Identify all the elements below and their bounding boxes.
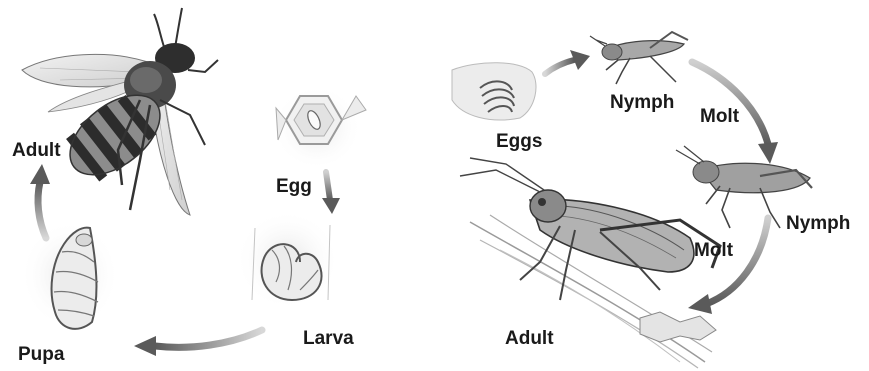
bee-stage-label-larva: Larva — [303, 328, 354, 349]
grasshopper-transition-label-molt-first: Molt — [700, 106, 740, 127]
grasshopper-eggs-illustration — [452, 63, 536, 120]
grasshopper-arrow-eggs-to-nymph — [545, 60, 574, 74]
bee-arrowhead-larva-to-pupa — [134, 336, 156, 356]
grasshopper-adult-illustration — [460, 158, 720, 300]
grasshopper-stage-label-eggs: Eggs — [496, 131, 542, 152]
grasshopper-transition-label-molt-second: Molt — [694, 240, 734, 261]
bee-arrow-pupa-to-adult — [38, 182, 46, 238]
grasshopper-arrow-nymph-to-nymph — [692, 62, 768, 144]
bee-stage-label-adult: Adult — [12, 140, 61, 161]
bee-arrow-egg-to-larva — [326, 172, 330, 200]
grasshopper-stage-label-nymph-first: Nymph — [610, 92, 674, 113]
grasshopper-stage-label-nymph-second: Nymph — [786, 213, 850, 234]
grasshopper-life-cycle: Eggs Nymph Molt Nymph Molt Adult — [452, 32, 850, 368]
bee-arrow-larva-to-pupa — [155, 330, 262, 347]
grasshopper-arrowhead-nymph-to-adult — [688, 294, 712, 314]
bee-adult-illustration — [22, 8, 218, 215]
bee-egg-illustration — [272, 85, 366, 170]
grasshopper-nymph-small-illustration — [590, 32, 688, 84]
grasshopper-arrowhead-nymph-to-nymph — [758, 142, 778, 164]
bee-life-cycle: Adult Egg Larva Pupa — [12, 8, 366, 365]
bee-stage-label-egg: Egg — [276, 176, 312, 197]
bee-arrowhead-pupa-to-adult — [30, 164, 50, 184]
bee-pupa-illustration — [20, 220, 120, 330]
bee-stage-label-pupa: Pupa — [18, 344, 65, 365]
grasshopper-stage-label-adult: Adult — [505, 328, 554, 349]
bee-larva-illustration — [235, 210, 340, 310]
